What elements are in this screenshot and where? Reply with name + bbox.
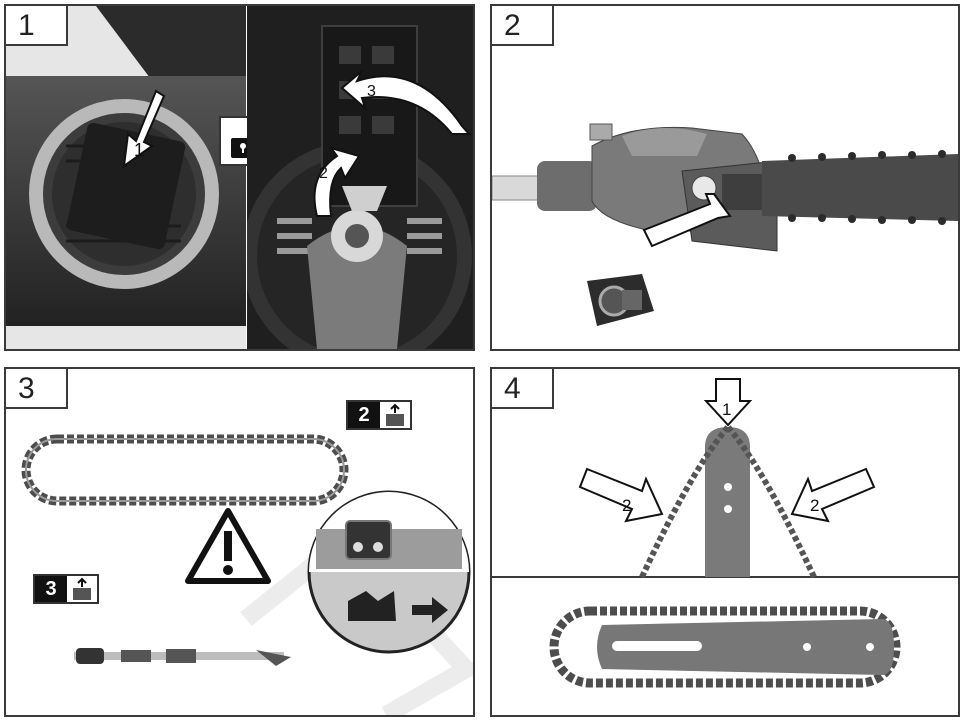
arrow-label-2: 2 xyxy=(319,165,328,182)
badge-number: 3 xyxy=(35,576,67,602)
chain-fitting-illustration: 1 2 2 xyxy=(492,378,958,688)
step-number: 4 xyxy=(492,369,554,409)
panel-step-3: 3 2 3 xyxy=(4,367,475,717)
arrow-label-1: 1 xyxy=(722,400,731,419)
chain-and-pole-illustration xyxy=(21,434,473,715)
chain-cover-photo: 1 xyxy=(6,6,246,349)
box-icon xyxy=(73,577,91,600)
box-icon xyxy=(386,403,404,426)
parts-badge-3: 3 xyxy=(33,574,99,604)
arrow-label-2-right: 2 xyxy=(810,496,819,515)
arrow-label-2-left: 2 xyxy=(622,496,631,515)
step-number: 1 xyxy=(6,6,68,46)
step-number: 2 xyxy=(492,6,554,46)
arrow-label-1: 1 xyxy=(134,140,144,160)
arrow-label-3: 3 xyxy=(367,83,376,100)
sprocket-cover-photo: 3 2 xyxy=(247,6,473,349)
pole-saw-illustration xyxy=(492,123,958,326)
panel-step-4: 4 1 2 2 xyxy=(490,367,960,717)
panel-step-1: 1 1 xyxy=(4,4,475,351)
panel-step-2: 2 xyxy=(490,4,960,351)
badge-number: 2 xyxy=(348,402,380,428)
step-number: 3 xyxy=(6,369,68,409)
parts-badge-2: 2 xyxy=(346,400,412,430)
